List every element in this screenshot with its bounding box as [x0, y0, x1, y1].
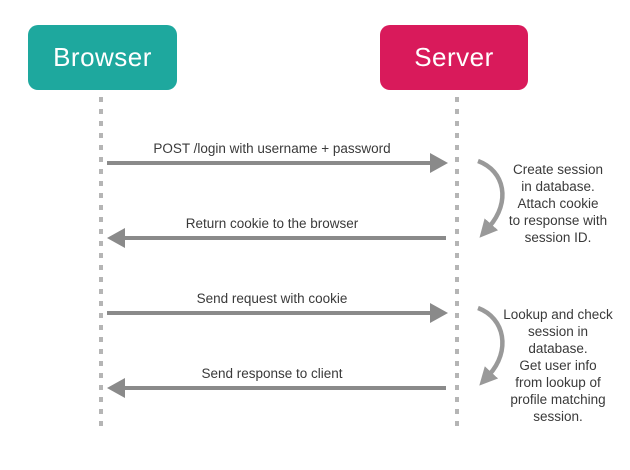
message-label-3: Send request with cookie — [196, 291, 348, 306]
actor-server: Server — [380, 25, 528, 90]
server-process-arrow-icon — [477, 158, 505, 238]
arrowhead-left-icon — [107, 378, 125, 398]
server-process-arrow-icon — [477, 305, 505, 386]
message-label-2: Return cookie to the browser — [185, 216, 359, 231]
arrowhead-right-icon — [430, 303, 448, 323]
server-note-2: Lookup and check session in database. Ge… — [503, 307, 613, 424]
message-label-1: POST /login with username + password — [153, 141, 391, 156]
arrowhead-left-icon — [107, 228, 125, 248]
arrowhead-right-icon — [430, 153, 448, 173]
server-note-1: Create session in database. Attach cooki… — [508, 162, 608, 245]
actor-browser: Browser — [28, 25, 177, 90]
message-label-4: Send response to client — [201, 366, 343, 381]
